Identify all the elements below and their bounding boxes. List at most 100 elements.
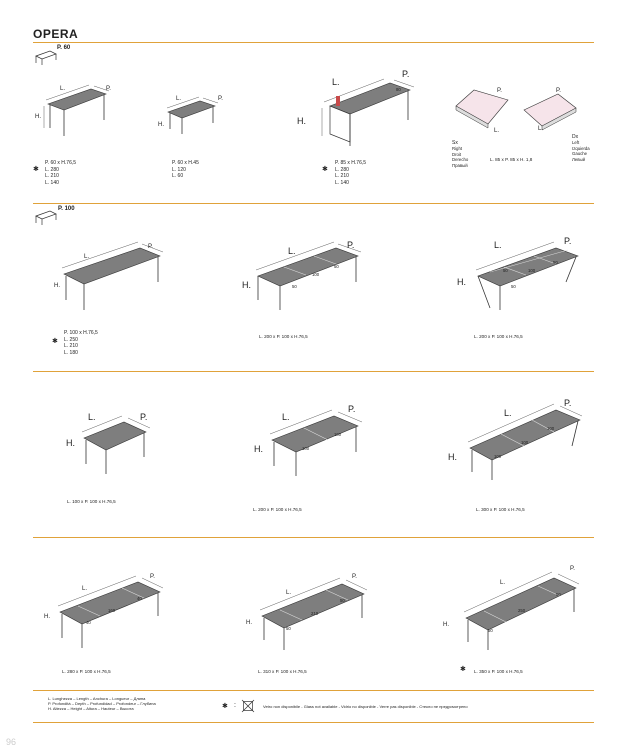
panel-label: 100 [521, 440, 529, 445]
dim-h-8: H. [254, 444, 263, 454]
spec-line: L. 280 [335, 166, 349, 173]
table-drawing-10 [57, 575, 164, 648]
spec-list-1: P. 60 x H.76,5 L. 280 L. 210 L. 140 [45, 160, 76, 186]
spec-line: P. 85 x H.76,5 [335, 160, 367, 166]
panel-label: 100 [547, 426, 555, 431]
legend-line: P. Profondità – Depth – Profundidad – Pr… [48, 701, 156, 706]
dim-l-sx: L. [494, 128, 500, 134]
panel-label: 50 [340, 598, 345, 603]
panel-label: 50 [292, 284, 297, 289]
dx-name: Left [572, 140, 580, 145]
dim-p-10: P. [150, 574, 155, 580]
dim-h-2: H. [158, 122, 164, 128]
panel-label: 100 [312, 272, 320, 277]
spec-line: L. 140 [335, 179, 349, 186]
sun-icon: ✱ [52, 338, 58, 345]
dim-l-12: L. [500, 580, 506, 586]
panel-label: 80 [396, 87, 401, 92]
dim-p-12: P. [570, 566, 575, 572]
dim-l-9: L. [504, 408, 512, 418]
dim-p-9: P. [564, 398, 572, 408]
sx-name: Derecho [452, 157, 469, 162]
dx-name: Левый [572, 156, 585, 162]
section-label-p60: P. 60 [57, 45, 71, 51]
title-divider [33, 42, 594, 43]
spec-line: L. 210 [335, 173, 349, 179]
dim-h-5: H. [242, 280, 251, 290]
dim-p-6: P. [564, 236, 572, 246]
table-drawing-8 [269, 409, 363, 476]
sx-title: Sx [452, 140, 458, 146]
table-drawing-4 [61, 241, 164, 310]
glass-not-available-icon [241, 699, 255, 713]
panel-label: 50 [553, 260, 558, 265]
table-outline-icon [35, 50, 57, 65]
dx-title: Dx [572, 134, 579, 140]
corner-caption: L. 85 x P. 85 x H. 1,8 [490, 157, 533, 162]
panel-label: 100 [334, 432, 342, 437]
legend-line: L. Lunghezza – Length – Anchura – Longue… [48, 696, 146, 701]
dim-h-3: H. [297, 116, 306, 126]
table-drawing-12 [463, 571, 580, 650]
panel-label: 50 [511, 284, 516, 289]
dim-l-6: L. [494, 240, 502, 250]
console-drawing [321, 78, 415, 146]
spec-line: L. 210 [45, 173, 59, 179]
spec-line: L. 280 [45, 166, 59, 173]
page-number: 96 [6, 737, 17, 747]
dim-l-dx: L. [538, 126, 544, 132]
bottom-rule [33, 722, 594, 723]
sun-icon: ✱ [322, 166, 328, 173]
dim-h-6: H. [457, 277, 466, 287]
sx-names: Right Droit Derecho Правый [452, 146, 468, 168]
sun-icon: ✱ [222, 703, 228, 710]
section-divider-3 [33, 537, 594, 538]
panel-label: 160 [108, 608, 116, 613]
dim-l-4: L. [84, 254, 90, 260]
dim-p-sx: P. [497, 88, 502, 94]
spec-line: L. 250 [64, 336, 78, 343]
spec-line: L. 120 [172, 166, 186, 173]
spec-list-3: P. 85 x H.76,5 L. 280 L. 210 L. 140 [335, 160, 366, 186]
caption-7: L. 100 x P. 100 x H.76,5 [67, 499, 116, 504]
caption-5: L. 200 x P. 100 x H.76,5 [259, 334, 308, 339]
panel-label: 40 [86, 620, 91, 625]
dim-h-1: H. [35, 114, 41, 120]
legend-line: H. Altezza – Height – Altura – Hauteur –… [48, 706, 134, 711]
caption-10: L. 280 x P. 100 x H.76,5 [62, 669, 111, 674]
dim-h-7: H. [66, 438, 75, 448]
corner-piece-dx [523, 93, 577, 131]
section-divider-1 [33, 203, 594, 204]
dim-p-4: P. [148, 244, 153, 250]
dim-l-8: L. [282, 412, 290, 422]
caption-11: L. 310 x P. 100 x H.76,5 [258, 669, 307, 674]
spec-line: L. 180 [64, 349, 78, 356]
section-label-p100: P. 100 [58, 206, 75, 212]
dim-h-11: H. [246, 620, 252, 626]
spec-line: P. 60 x H.45 [172, 160, 199, 166]
dim-l-1: L. [60, 86, 66, 92]
panel-label: 100 [302, 446, 310, 451]
panel-label: 50 [503, 268, 508, 273]
spec-list-2: P. 60 x H.45 L. 120 L. 60 [172, 160, 199, 180]
caption-9: L. 300 x P. 100 x H.76,5 [476, 507, 525, 512]
sx-name: Droit [452, 151, 462, 157]
spec-list-4: P. 100 x H.76,5 L. 250 L. 210 L. 180 [64, 330, 98, 356]
dim-l-3: L. [332, 77, 340, 87]
table-drawing-7 [81, 415, 151, 474]
dim-p-5: P. [347, 240, 355, 250]
dim-p-3: P. [402, 69, 410, 79]
panel-label: 50 [334, 264, 339, 269]
spec-line: L. 210 [64, 343, 78, 349]
table-drawing-1 [43, 84, 110, 136]
dim-p-2: P. [218, 96, 223, 102]
spec-line: P. 100 x H.76,5 [64, 330, 98, 336]
table-drawing-5 [255, 241, 362, 310]
dim-p-11: P. [352, 574, 357, 580]
sun-icon: ✱ [33, 166, 39, 173]
sx-name: Right [452, 146, 463, 151]
table-drawing-2 [166, 96, 219, 134]
dx-name: Izquierda [572, 145, 590, 151]
panel-label: 210 [311, 611, 319, 616]
caption-6: L. 200 x P. 100 x H.76,5 [474, 334, 523, 339]
